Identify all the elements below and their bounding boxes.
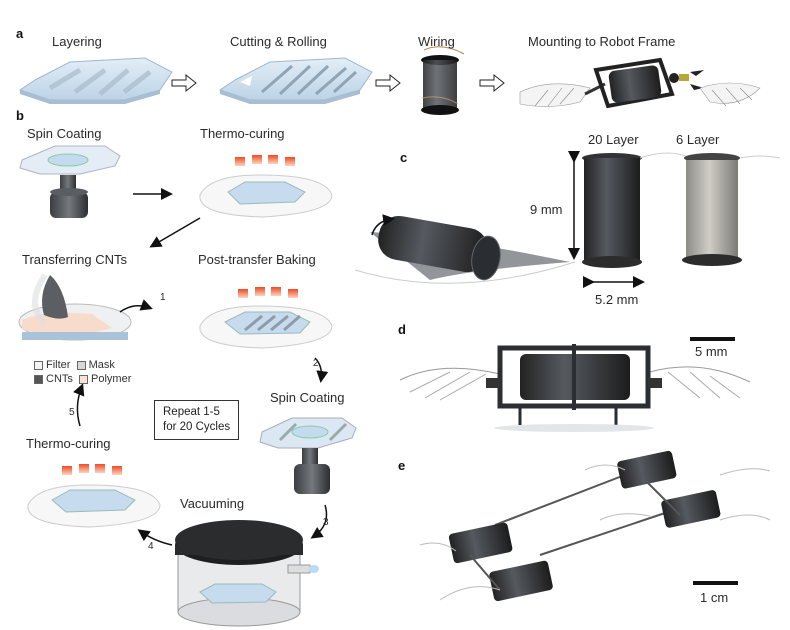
legend-swatch-mask — [76, 360, 86, 370]
legend-swatch-cnts — [34, 374, 43, 384]
step-thermo-curing-1: Thermo-curing — [200, 126, 285, 141]
cycle-number-2: 2 — [313, 358, 319, 369]
right-arrow-2 — [375, 73, 401, 93]
legend-row-2: CNTs Polymer — [34, 372, 131, 386]
panel-letter-c: c — [400, 150, 408, 165]
step-mounting: Mounting to Robot Frame — [528, 34, 676, 49]
step-cutting-rolling: Cutting & Rolling — [230, 34, 327, 49]
scale-label-5mm: 5 mm — [695, 344, 728, 359]
cycle-arrow-3 — [310, 504, 328, 539]
hotplate-1 — [199, 155, 333, 218]
legend-item-filter: Filter — [34, 359, 70, 371]
spin-coater-2 — [259, 417, 357, 494]
step-wiring: Wiring — [418, 34, 455, 49]
legend-row-1: Filter Mask — [34, 358, 131, 372]
layering-plate — [18, 57, 173, 104]
cycle-arrow-5 — [73, 383, 85, 427]
hotplate-3 — [27, 464, 161, 528]
spin-coater-1 — [19, 145, 121, 218]
panel-letter-b: b — [16, 108, 24, 123]
hotplate-2 — [199, 287, 333, 349]
step-spin-coating-1: Spin Coating — [27, 126, 102, 141]
legend-label-polymer: Polymer — [91, 373, 132, 385]
legend-label-filter: Filter — [46, 359, 71, 371]
height-dimension-label: 9 mm — [530, 202, 563, 217]
arrow-cure-to-transfer — [149, 217, 201, 248]
robot-frame-mount — [519, 57, 761, 109]
rolling-arrow — [371, 214, 395, 236]
cutting-plate — [218, 57, 373, 104]
actuator-6-layer — [682, 153, 781, 266]
width-dimension-label: 5.2 mm — [595, 292, 639, 307]
step-post-transfer-baking: Post-transfer Baking — [198, 252, 316, 267]
step-vacuuming: Vacuuming — [180, 496, 245, 511]
vacuum-chamber — [175, 520, 319, 627]
panel-letter-e: e — [398, 458, 406, 473]
scale-bar-5mm — [690, 337, 735, 341]
right-arrow-3 — [479, 73, 505, 93]
scale-label-1cm: 1 cm — [700, 590, 729, 605]
step-spin-coating-2: Spin Coating — [270, 390, 345, 405]
cycle-arrow-1 — [119, 299, 153, 313]
cycle-arrow-4 — [137, 529, 173, 546]
scale-bar-1cm — [693, 581, 738, 585]
right-arrow-1 — [171, 73, 197, 93]
repeat-note-line-1: Repeat 1-5 — [163, 406, 220, 418]
legend-swatch-polymer — [79, 374, 89, 384]
cycle-number-1: 1 — [160, 292, 166, 303]
legend-swatch-filter — [34, 360, 43, 370]
label-6-layer: 6 Layer — [676, 132, 720, 147]
rolled-film — [354, 214, 576, 284]
cnt-transfer — [18, 273, 132, 341]
legend-label-mask: Mask — [88, 359, 115, 371]
repeat-note-box: Repeat 1-5 for 20 Cycles — [154, 400, 240, 440]
label-20-layer: 20 Layer — [588, 132, 639, 147]
legend-item-mask: Mask — [76, 359, 115, 371]
robot-array — [419, 450, 771, 602]
legend-item-polymer: Polymer — [79, 373, 131, 385]
cycle-number-5: 5 — [69, 407, 75, 418]
actuator-20-layer — [582, 152, 691, 268]
panel-letter-a: a — [16, 26, 24, 41]
panel-letter-d: d — [398, 322, 406, 337]
cycle-number-4: 4 — [148, 541, 154, 552]
cycle-number-3: 3 — [323, 517, 329, 528]
material-legend: Filter Mask CNTs Polymer — [34, 358, 131, 386]
step-thermo-curing-2: Thermo-curing — [26, 436, 111, 451]
step-layering: Layering — [52, 34, 102, 49]
step-transferring-cnts: Transferring CNTs — [22, 252, 127, 267]
wired-cylinder — [421, 46, 465, 115]
legend-item-cnts: CNTs — [34, 373, 73, 385]
single-robot — [399, 344, 751, 432]
cycle-arrow-2 — [314, 357, 329, 383]
repeat-note-line-2: for 20 Cycles — [163, 421, 231, 433]
legend-label-cnts: CNTs — [46, 373, 73, 385]
